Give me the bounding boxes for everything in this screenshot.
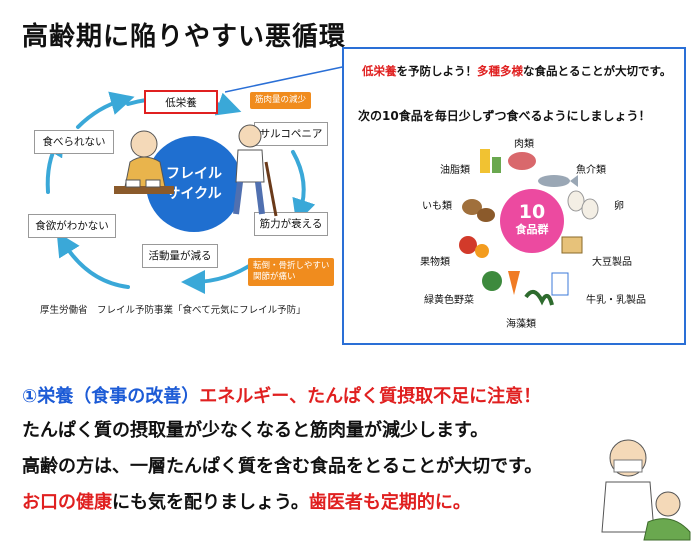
elderly-protein-line: 高齢の方は、一層たんぱく質を含む食品をとることが大切です。 [22, 456, 543, 477]
fruit-icon [459, 236, 489, 258]
center-number: 10 [518, 201, 546, 223]
node-low-nutrition: 低栄養 [144, 90, 218, 114]
note-fall: 転倒・骨折しやすい [253, 261, 330, 271]
oral-health-line: お口の健康にも気を配りましょう。歯医者も定期的に。 [22, 488, 471, 514]
seaweed-icon [524, 289, 554, 306]
node-no-appetite: 食欲がわかない [28, 214, 116, 238]
woman-with-cane-illustration [233, 124, 278, 217]
note-muscle-loss: 筋肉量の減少 [250, 92, 312, 109]
oral-health-red1: お口の健康 [22, 492, 112, 513]
source-citation: 厚生労働省 フレイル予防事業「食べて元気にフレイル予防」 [40, 305, 306, 316]
elderly-man-eating-illustration [114, 130, 174, 194]
food-advice-line2: 次の10食品を毎日少しずつ食べるようにしましょう！ [358, 109, 651, 123]
label-meat: 肉類 [514, 139, 534, 150]
milk-icon [551, 272, 569, 296]
food-advice-end: な食品とることが大切です。 [523, 64, 672, 78]
label-milk: 牛乳・乳製品 [586, 295, 646, 306]
food-advice-red1: 低栄養 [362, 64, 397, 78]
frailty-cycle-diagram: 低栄養 筋肉量の減少 サルコペニア 筋力が衰える 活動量が減る 食欲がわかない … [18, 82, 338, 322]
label-potato: いも類 [422, 201, 452, 212]
ten-food-groups-panel: 低栄養を予防しよう！多種多様な食品とることが大切です。 次の10食品を毎日少しず… [342, 47, 686, 345]
arrow-top-left [76, 91, 135, 129]
center-label-1: フレイル [166, 166, 222, 182]
fish-icon [538, 175, 578, 187]
protein-line: たんぱく質の摂取量が少なくなると筋肉量が減少します。 [22, 420, 489, 441]
oral-health-mid: にも気を配りましょう。 [112, 492, 309, 513]
node-activity-down: 活動量が減る [142, 244, 218, 268]
label-egg: 卵 [614, 201, 624, 212]
label-veg: 緑黄色野菜 [424, 295, 474, 306]
center-label-2: サイクル [166, 186, 222, 202]
node-muscle-weak: 筋力が衰える [254, 212, 328, 236]
oral-health-red2: 歯医者も定期的に。 [308, 492, 471, 513]
potato-icon [462, 199, 495, 222]
meat-icon [508, 152, 536, 170]
food-advice-line1: 低栄養を予防しよう！多種多様な食品とることが大切です。 [362, 63, 671, 79]
note-fall-joint: 転倒・骨折しやすい 関節が痛い [248, 258, 335, 286]
callout-connector [225, 65, 348, 93]
food-advice-mid: を予防しよう！ [396, 64, 478, 78]
label-fish: 魚介類 [576, 165, 606, 176]
dentist-illustration [601, 439, 691, 541]
oil-bottle-icon [480, 149, 501, 173]
ten-food-groups-center: 10 食品群 [500, 189, 564, 253]
vegetable-icon [482, 271, 520, 295]
label-seaweed: 海藻類 [506, 319, 536, 330]
note-joint: 関節が痛い [253, 272, 296, 282]
label-soy: 大豆製品 [592, 257, 632, 268]
food-icons-ring [459, 149, 599, 306]
nutrition-heading-red: エネルギー、たんぱく質摂取不足に注意！ [199, 386, 542, 407]
soy-icon [561, 236, 583, 254]
food-advice-red2: 多種多様 [477, 64, 523, 78]
arrow-right [291, 150, 316, 224]
nutrition-heading: ①栄養（食事の改善）エネルギー、たんぱく質摂取不足に注意！ [22, 382, 541, 408]
page-title: 高齢期に陥りやすい悪循環 [22, 22, 347, 52]
center-text: 食品群 [515, 223, 549, 236]
nutrition-heading-blue: ①栄養（食事の改善） [22, 386, 200, 407]
egg-icon [567, 190, 599, 220]
label-fruit: 果物類 [420, 257, 450, 268]
label-oil: 油脂類 [440, 165, 470, 176]
arrow-bottom-left [56, 231, 130, 289]
node-cannot-eat: 食べられない [34, 130, 114, 154]
